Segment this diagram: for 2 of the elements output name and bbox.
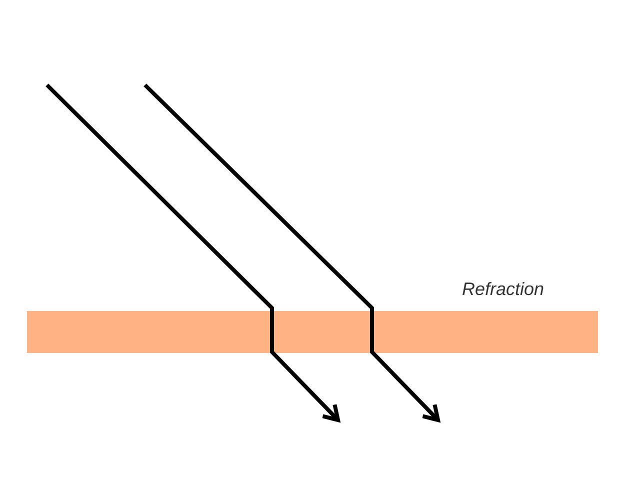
medium-band — [27, 311, 598, 353]
caption-text: Refraction — [462, 278, 544, 301]
